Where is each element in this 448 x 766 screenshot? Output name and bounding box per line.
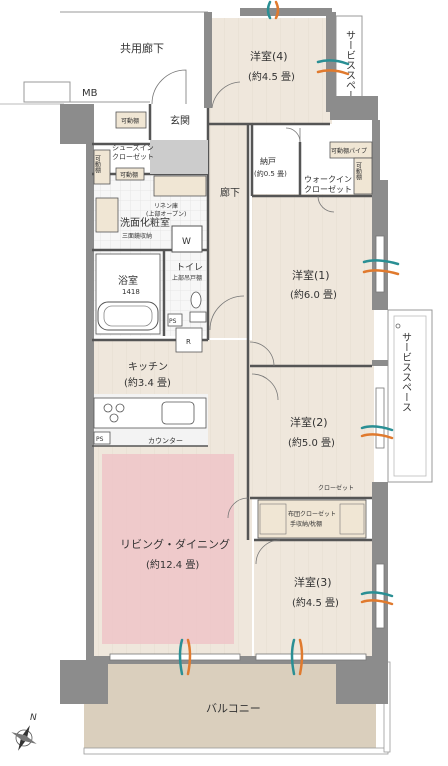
room-2: 洋室(2) (約5.0 畳) クローゼット [251, 373, 354, 492]
storage: 納戸 (約0.5 畳) [254, 127, 301, 178]
north-compass: N [11, 713, 37, 751]
service-space-top: サービススペース [335, 15, 363, 110]
windows [109, 235, 385, 661]
shoes-closet-line2: クローゼット [112, 152, 154, 161]
ps-label-1: PS [169, 318, 177, 325]
shelf-label-4: 可動棚 [355, 162, 362, 181]
kitchen-label: キッチン [128, 361, 168, 373]
room-3: 洋室(3) (約4.5 畳) [255, 539, 339, 609]
counter-label: カウンター [148, 436, 183, 445]
room-4-size: (約4.5 畳) [248, 70, 295, 83]
entrance: 玄関 [150, 69, 208, 174]
entrance-label: 玄関 [170, 114, 190, 127]
room-4-name: 洋室(4) [250, 49, 288, 63]
storage-size: (約0.5 畳) [254, 169, 287, 178]
airflow-arrows [178, 0, 400, 676]
living-label: リビング・ダイニング [120, 537, 230, 551]
living-dining: リビング・ダイニング (約12.4 畳) [120, 497, 249, 571]
walkin-closet-line1: ウォークイン [304, 175, 352, 184]
hallway-door-swing [209, 295, 245, 331]
linen-line1: リネン庫 [154, 202, 178, 210]
service-space-top-label: サービススペース [344, 30, 356, 110]
toilet-note: 上部吊戸棚 [172, 274, 202, 282]
toilet-room: トイレ 上部吊戸棚 PS R [167, 263, 207, 353]
ps-label-2: PS [96, 436, 104, 443]
balcony-label: バルコニー [206, 702, 261, 715]
shelf-label-1: 可動棚 [121, 117, 139, 125]
room-1: 洋室(1) (約6.0 畳) [249, 268, 337, 367]
shelf-pipe-label: 可動棚パイプ [331, 147, 367, 155]
living-size: (約12.4 畳) [146, 558, 199, 571]
service-space-right-label: サービススペース [400, 332, 412, 412]
front-door-swing [151, 69, 187, 105]
bathtub [97, 301, 159, 331]
futon-note: 手収納/枕棚 [290, 520, 322, 528]
walkin-closet-line2: クローゼット [304, 184, 352, 194]
room-3-name: 洋室(3) [294, 575, 332, 589]
common-corridor-area: 共用廊下 MB [0, 11, 208, 105]
linen-line2: (上部オープン) [146, 210, 186, 218]
mirror-label: 三面鏡収納 [122, 232, 152, 240]
shelf-label-3: 可動棚 [120, 171, 138, 179]
washroom: リネン庫 (上部オープン) 洗面化粧室 三面鏡収納 W [95, 175, 207, 253]
room-2-size: (約5.0 畳) [288, 436, 335, 449]
shoes-closet-label: シューズイン クローゼット [112, 143, 156, 161]
walkin-closet-label: ウォークイン クローゼット [304, 175, 355, 194]
mb-label: MB [82, 88, 98, 99]
shoes-closet: 可動棚 可動棚 可動棚 シューズイン クローゼット [94, 111, 156, 185]
room-4-door-swing [211, 81, 241, 109]
room-1-name: 洋室(1) [292, 268, 330, 282]
room-4: 洋室(4) (約4.5 畳) [211, 49, 295, 109]
toilet-label: トイレ [176, 263, 203, 273]
living-dining-highlight [102, 454, 234, 644]
north-label: N [30, 713, 37, 723]
bath-label: 浴室 [118, 274, 138, 287]
linen-label: リネン庫 (上部オープン) [146, 202, 186, 218]
bathroom: 浴室 1418 [95, 253, 161, 335]
closet-label: クローゼット [318, 484, 354, 492]
walkin-closet: 可動棚パイプ 可動棚 ウォークイン クローゼット [304, 141, 373, 213]
room-2-name: 洋室(2) [290, 415, 328, 429]
kitchen: キッチン (約3.4 畳) PS カウンター [92, 361, 208, 447]
kitchen-counter [93, 397, 207, 429]
washroom-label: 洗面化粧室 [120, 216, 170, 229]
room-3-size: (約4.5 畳) [292, 596, 339, 609]
washer-label: W [182, 237, 191, 247]
room-1-size: (約6.0 畳) [290, 288, 337, 301]
futon-closet: 布団クローゼット 手収納/枕棚 [257, 499, 367, 539]
bath-size: 1418 [122, 288, 140, 296]
toilet-bowl [190, 291, 202, 309]
balcony-area: バルコニー [83, 661, 391, 755]
shelf-label-2: 可動棚 [94, 155, 101, 174]
futon-closet-label: 布団クローゼット [288, 510, 336, 518]
refrigerator-label: R [186, 338, 191, 346]
hallway-label: 廊下 [220, 186, 240, 199]
kitchen-size: (約3.4 畳) [124, 376, 171, 389]
shoes-closet-line1: シューズイン [112, 143, 154, 152]
storage-label: 納戸 [260, 156, 276, 166]
common-corridor-label: 共用廊下 [120, 41, 164, 55]
service-space-right: サービススペース [387, 309, 433, 483]
